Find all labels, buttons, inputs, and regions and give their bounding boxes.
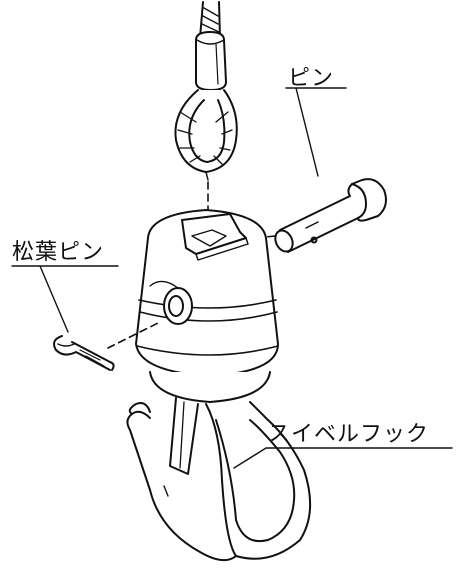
pin — [274, 178, 387, 253]
swivel-hook — [126, 397, 312, 562]
label-swivel-hook: スイベルフック — [268, 422, 430, 447]
pin-leader-line — [285, 87, 347, 177]
cotter-axis-line — [107, 321, 161, 349]
label-pin: ピン — [288, 66, 335, 91]
wire-rope — [195, 1, 227, 91]
cotter-pin — [53, 335, 115, 371]
label-cotter-pin: 松葉ピン — [12, 240, 105, 265]
swivel-body — [135, 209, 279, 403]
cotter-leader-line — [11, 265, 119, 333]
hook-leader-line — [233, 447, 453, 469]
rope-thimble — [174, 89, 238, 181]
